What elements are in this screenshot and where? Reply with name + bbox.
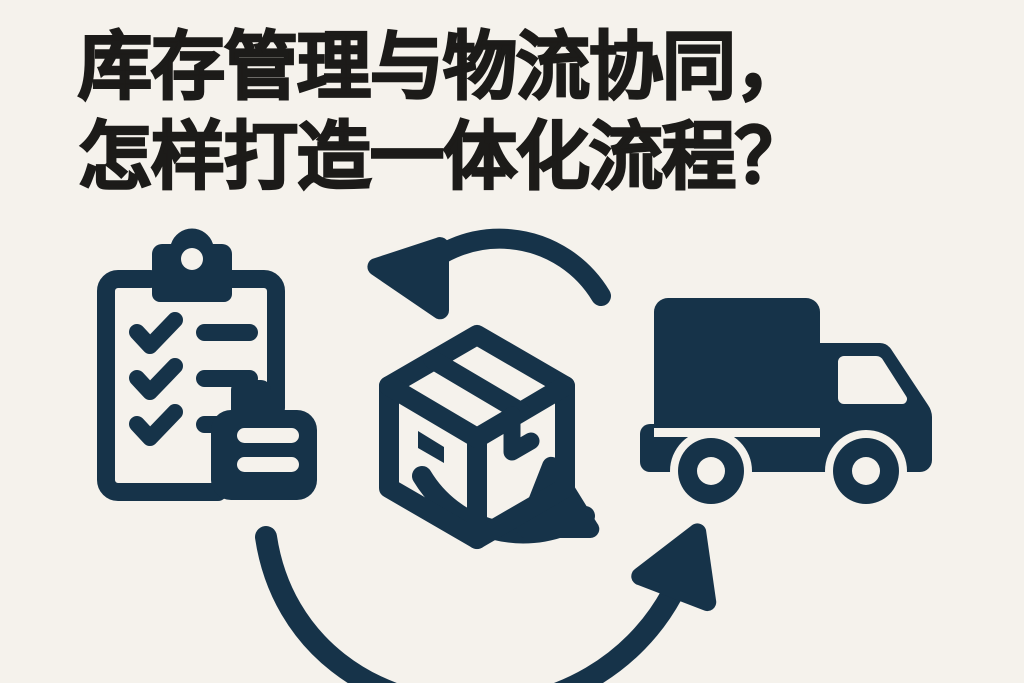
illustration-area — [0, 212, 1024, 683]
package-box-cycle-icon — [367, 228, 611, 549]
title-line-1: 库存管理与物流协同， — [77, 24, 810, 109]
delivery-truck-icon — [640, 298, 932, 512]
clipboard-checklist-icon — [97, 228, 317, 501]
title-line-2: 怎样打造一体化流程？ — [77, 114, 810, 199]
page-title: 库存管理与物流协同， 怎样打造一体化流程？ — [77, 22, 958, 202]
flow-arc-arrow-icon — [255, 523, 717, 683]
